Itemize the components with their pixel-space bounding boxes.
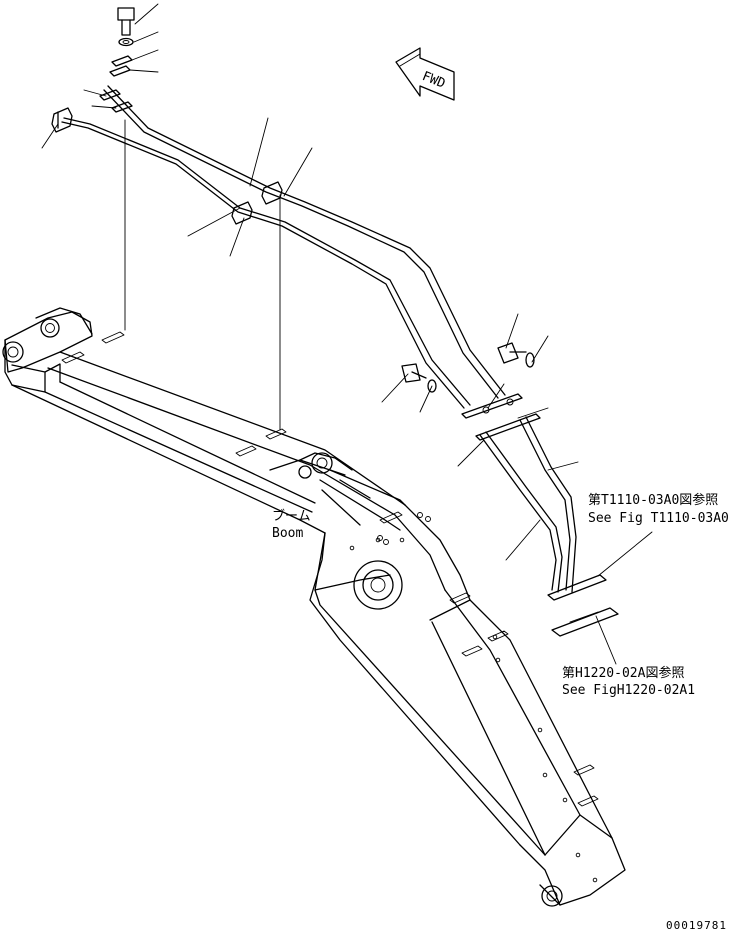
drawing-number: 00019781 [666, 919, 727, 932]
boom-structure [2, 307, 626, 907]
reference-1-english: See Fig T1110-03A0 [588, 511, 729, 526]
boom-label-english: Boom [272, 526, 304, 541]
boom-label-japanese: ブーム [272, 509, 311, 524]
leader-lines [41, 3, 653, 665]
reference-2-japanese: 第H1220-02A図参照 [562, 666, 685, 681]
hardware [51, 7, 541, 441]
hydraulic-pipes [61, 85, 619, 637]
forward-arrow-label: FWD [420, 69, 448, 92]
forward-arrow-icon: FWD [395, 47, 455, 101]
reference-2-english: See FigH1220-02A1 [562, 683, 696, 698]
reference-1-japanese: 第T1110-03A0図参照 [588, 493, 719, 508]
